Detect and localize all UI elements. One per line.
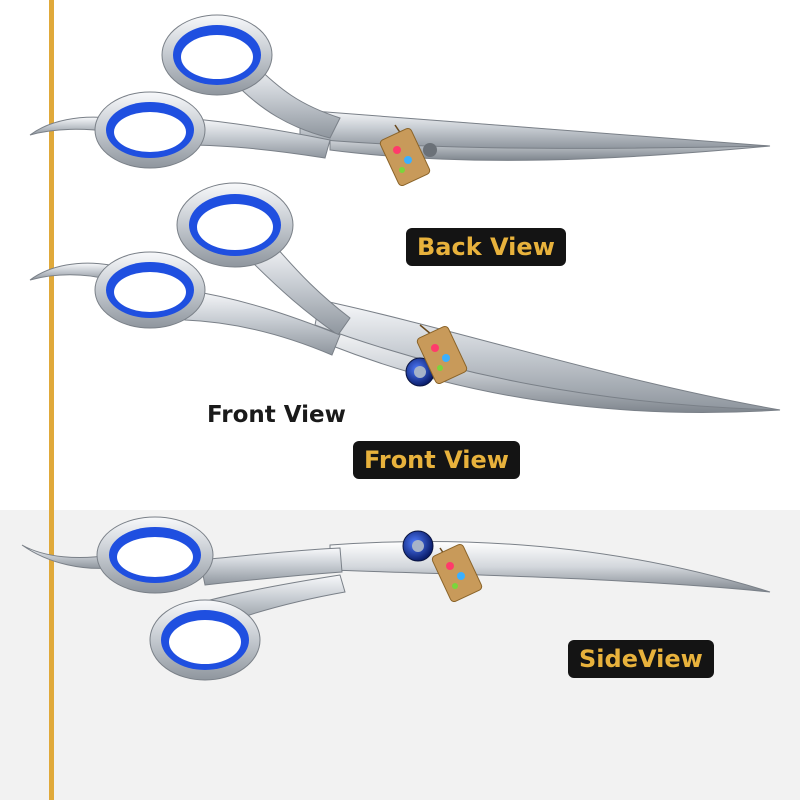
- handle: [199, 547, 343, 586]
- ring-hole: [117, 537, 193, 577]
- ring-hole: [181, 35, 253, 79]
- tag-icon: [416, 324, 468, 385]
- pivot-cap: [412, 540, 424, 552]
- pivot-cap: [414, 366, 426, 378]
- scissors-side-view: [21, 516, 771, 681]
- back-view-label: Back View: [406, 228, 566, 266]
- tag-icon: [379, 124, 431, 187]
- finger-rest: [29, 262, 111, 281]
- front-view-label: Front View: [353, 441, 520, 479]
- handle: [184, 289, 341, 356]
- finger-rest: [21, 544, 111, 569]
- side-view-label: SideView: [568, 640, 714, 678]
- pivot-screw: [423, 143, 437, 157]
- front-view-plain-label: Front View: [207, 402, 346, 428]
- tag-icon: [431, 543, 483, 603]
- scissors-front-view: [29, 182, 781, 413]
- ring-hole: [114, 272, 186, 312]
- scissors-back-view: [29, 14, 771, 187]
- finger-rest: [29, 116, 111, 136]
- background-top: [0, 0, 800, 510]
- ring-hole: [114, 112, 186, 152]
- ring-hole: [169, 620, 241, 664]
- handle: [184, 117, 331, 159]
- ring-hole: [197, 204, 273, 250]
- vertical-stripe: [49, 0, 54, 800]
